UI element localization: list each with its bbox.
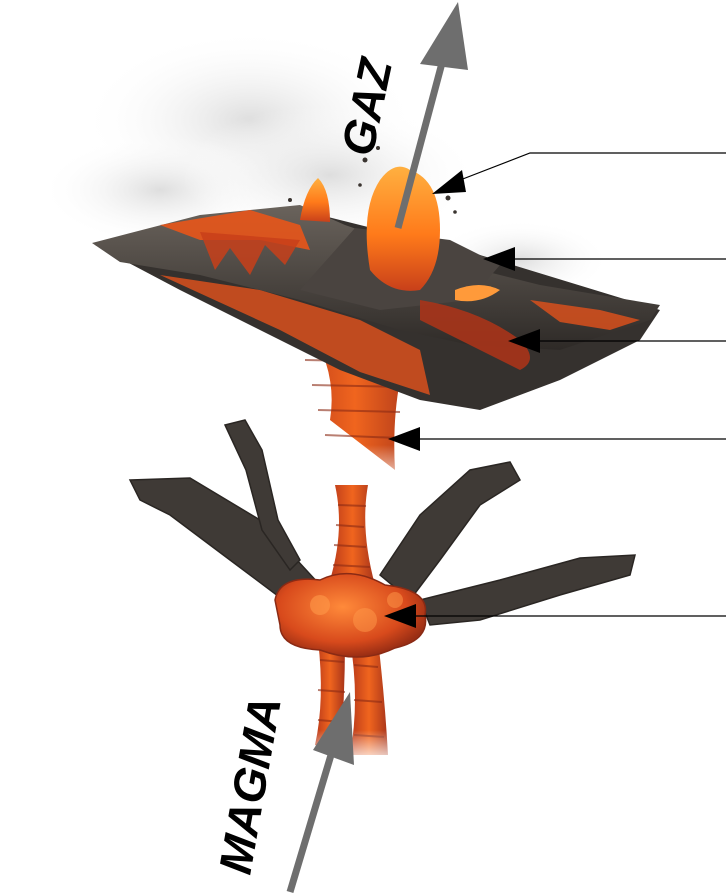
leader-line-4 — [388, 427, 726, 451]
magma-label: MAGMA — [209, 693, 291, 878]
